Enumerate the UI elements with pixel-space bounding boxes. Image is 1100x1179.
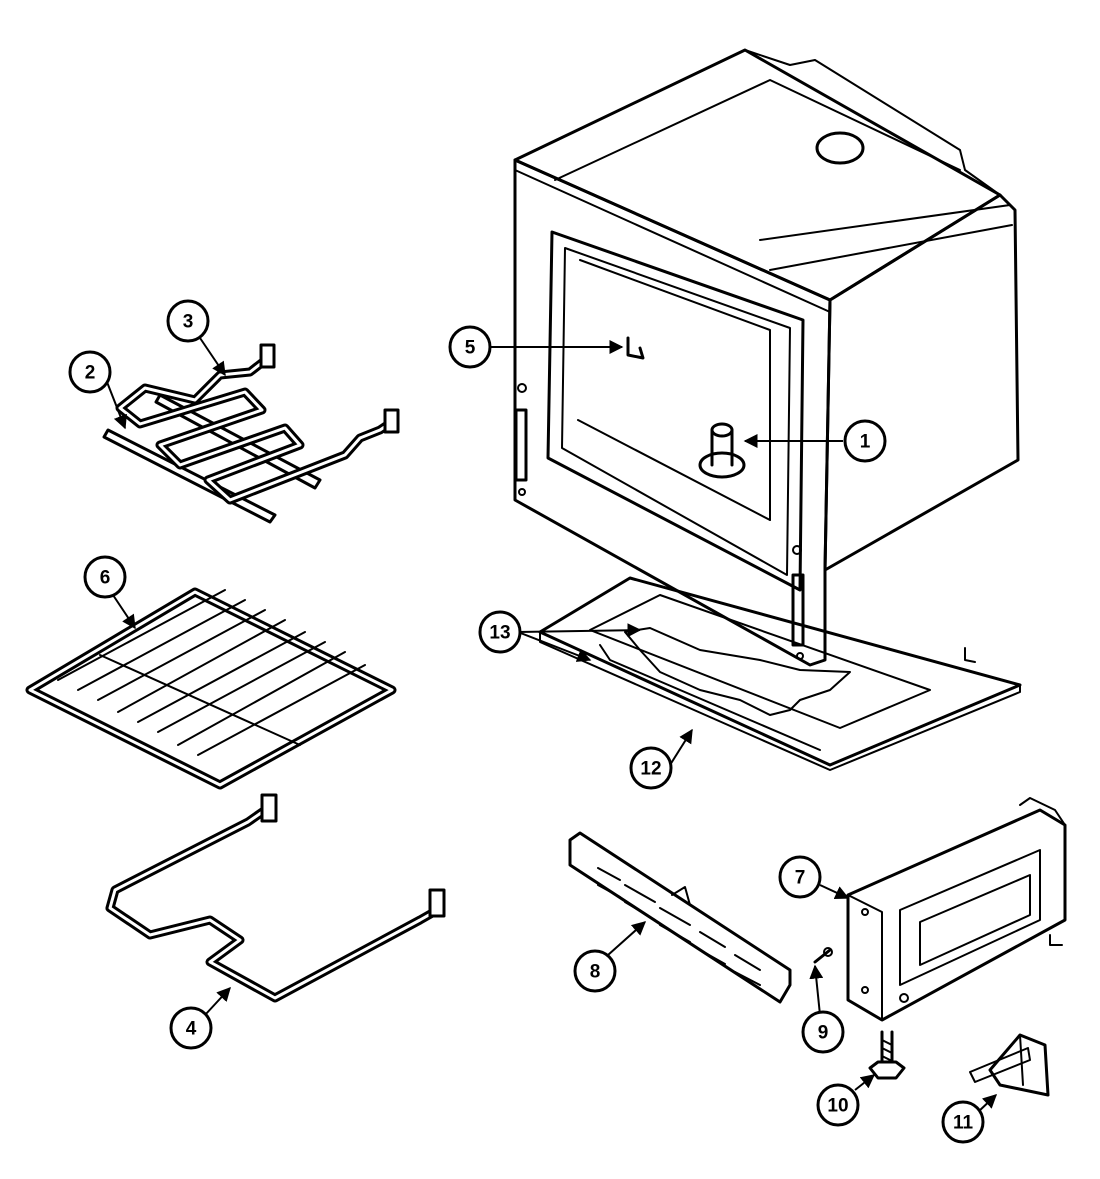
callout-13-label: 13 xyxy=(489,623,510,644)
part-2-broil-element-support xyxy=(102,393,322,524)
callout-10: 10 xyxy=(816,1083,860,1127)
callout-5-label: 5 xyxy=(465,338,476,359)
callout-9: 9 xyxy=(801,1010,845,1054)
callout-8: 8 xyxy=(573,949,617,993)
part-7-bracket xyxy=(846,797,1067,1022)
callout-8-label: 8 xyxy=(590,962,601,983)
callout-12-label: 12 xyxy=(640,759,661,780)
callout-1-label: 1 xyxy=(860,432,871,453)
callout-6-label: 6 xyxy=(100,568,111,589)
callout-1: 1 xyxy=(843,419,887,463)
part-11-anti-tip-bracket xyxy=(969,1033,1050,1097)
part-4-bake-element xyxy=(105,793,446,1003)
callout-11: 11 xyxy=(941,1100,985,1144)
part-9-screw xyxy=(813,947,833,964)
callout-11-label: 11 xyxy=(953,1113,974,1134)
part-8-front-trim xyxy=(568,831,792,1004)
callout-4: 4 xyxy=(169,1006,213,1050)
callout-7: 7 xyxy=(778,855,822,899)
callout-10-label: 10 xyxy=(827,1096,848,1117)
callout-9-label: 9 xyxy=(818,1023,829,1044)
part-1-sensor-bracket xyxy=(698,422,746,479)
part-12-bottom-panel xyxy=(538,576,1022,771)
leader-lines xyxy=(106,334,998,1113)
callout-5: 5 xyxy=(448,325,492,369)
part-6-oven-rack xyxy=(25,587,397,790)
callout-6: 6 xyxy=(83,555,127,599)
callout-7-label: 7 xyxy=(795,868,806,889)
callout-2-label: 2 xyxy=(85,363,96,384)
callout-2: 2 xyxy=(68,350,112,394)
callout-4-label: 4 xyxy=(186,1019,197,1040)
part-10-leveling-leg xyxy=(868,1030,906,1080)
callout-13: 13 xyxy=(478,610,522,654)
callout-3-label: 3 xyxy=(183,312,194,333)
callout-12: 12 xyxy=(629,746,673,790)
part-5-clip xyxy=(626,336,645,360)
callout-3: 3 xyxy=(166,299,210,343)
part-13-insulation xyxy=(624,627,851,716)
part-3-broil-element xyxy=(115,343,400,505)
oven-cavity xyxy=(513,48,1020,667)
